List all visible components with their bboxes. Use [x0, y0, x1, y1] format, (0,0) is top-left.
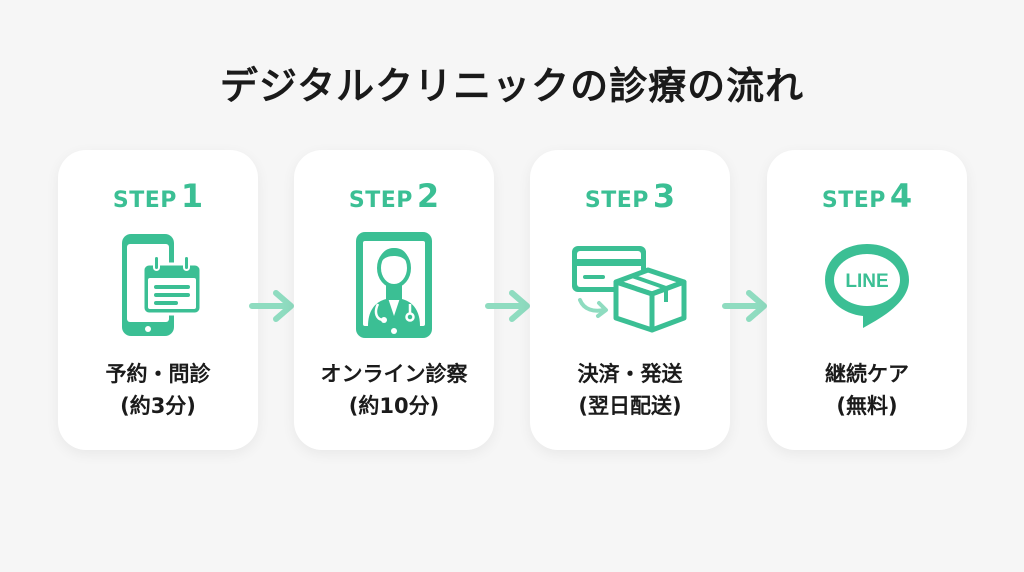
step-number: 3	[652, 177, 676, 215]
page-title: デジタルクリニックの診療の流れ	[219, 64, 805, 108]
step-number: 4	[889, 177, 913, 215]
step-detail: (無料)	[836, 394, 898, 418]
step-description: 継続ケア (無料)	[767, 358, 967, 422]
line-chat-icon: LINE	[825, 244, 909, 328]
step-title: 予約・問診	[105, 362, 211, 386]
arrow-right-icon	[722, 290, 767, 322]
step-number: 1	[180, 177, 204, 215]
step-title: 継続ケア	[825, 362, 909, 386]
phone-calendar-icon	[122, 234, 203, 336]
step-title: 決済・発送	[577, 362, 683, 386]
step-number: 2	[416, 177, 440, 215]
step-title: オンライン診察	[320, 362, 468, 386]
step-word: STEP	[821, 188, 886, 213]
card-box-icon	[572, 246, 687, 333]
arrow-right-icon	[485, 290, 530, 322]
step-detail: (翌日配送)	[578, 394, 682, 418]
step-detail: (約10分)	[348, 394, 440, 418]
step-word: STEP	[584, 188, 649, 213]
step-detail: (約3分)	[120, 394, 196, 418]
step-word: STEP	[348, 188, 413, 213]
step-description: 予約・問診 (約3分)	[58, 358, 258, 422]
doctor-tablet-icon	[356, 232, 432, 338]
step-description: 決済・発送 (翌日配送)	[530, 358, 730, 422]
step-word: STEP	[112, 188, 177, 213]
arrow-right-icon	[249, 290, 294, 322]
line-logo-text: LINE	[845, 271, 888, 292]
step-description: オンライン診察 (約10分)	[294, 358, 494, 422]
